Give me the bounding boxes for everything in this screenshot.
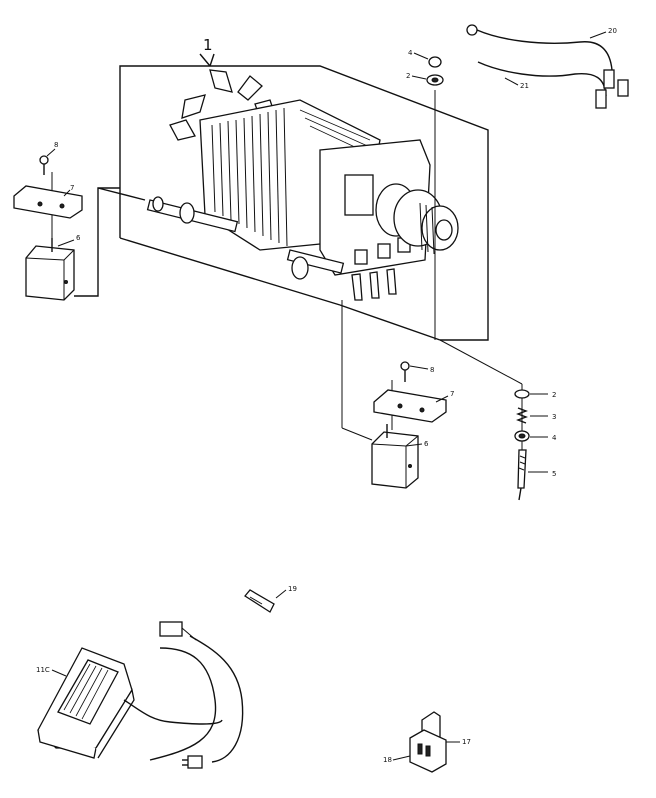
block-6-left (25, 238, 75, 301)
callout-4-upper: 4 (408, 49, 413, 57)
callout-2-upper: 2 (406, 72, 410, 80)
brush-5 (517, 449, 527, 501)
callout-11c: 11C (36, 666, 50, 674)
callout-7-left: 7 (70, 184, 74, 192)
part-19-plug: 19 (244, 585, 297, 613)
clip-group: 17 18 (383, 711, 471, 773)
spring-3 (516, 407, 528, 424)
screw-8-lower (400, 361, 410, 382)
callout-8-left: 8 (54, 141, 58, 149)
brush-parts-group: 2 3 4 5 (439, 339, 557, 501)
callout-2-lower: 2 (552, 391, 556, 399)
block-6-lower (371, 424, 419, 489)
callout-5: 5 (552, 470, 556, 478)
brush-housing (319, 139, 431, 301)
terminal-20 (603, 69, 615, 89)
cap-4-lower (514, 430, 530, 442)
foot-control: 11C (36, 621, 244, 769)
motor-assembly: 1 (119, 36, 489, 341)
callout-6-left: 6 (76, 234, 81, 242)
callout-19: 19 (288, 585, 297, 593)
callout-7-lower: 7 (450, 390, 454, 398)
bracket-7-left (13, 185, 83, 219)
cord-plug-top (159, 621, 183, 637)
callout-8-lower: 8 (430, 366, 434, 374)
washer-2-lower (514, 389, 530, 399)
left-mount-group: 8 7 6 (13, 141, 146, 301)
upper-washer-group: 4 2 (406, 49, 444, 340)
callout-17: 17 (462, 738, 471, 746)
callout-21: 21 (520, 82, 529, 90)
screw-8-left (39, 155, 49, 175)
motor-shaft (146, 196, 345, 280)
motor-pulley (375, 183, 459, 255)
callout-3: 3 (552, 413, 556, 421)
bracket-7-lower (373, 389, 447, 423)
wire-leads: 20 21 (466, 24, 629, 109)
terminal-21 (595, 89, 607, 109)
callout-20: 20 (608, 27, 617, 35)
cord-plug-bottom (187, 755, 203, 769)
callout-4-lower: 4 (552, 434, 557, 442)
lower-mount-group: 8 7 6 (341, 300, 454, 489)
callout-18: 18 (383, 756, 392, 764)
callout-1: 1 (203, 36, 213, 54)
callout-6-lower: 6 (424, 440, 429, 448)
cap-4-upper (428, 56, 442, 68)
eyelet-20 (466, 24, 478, 36)
